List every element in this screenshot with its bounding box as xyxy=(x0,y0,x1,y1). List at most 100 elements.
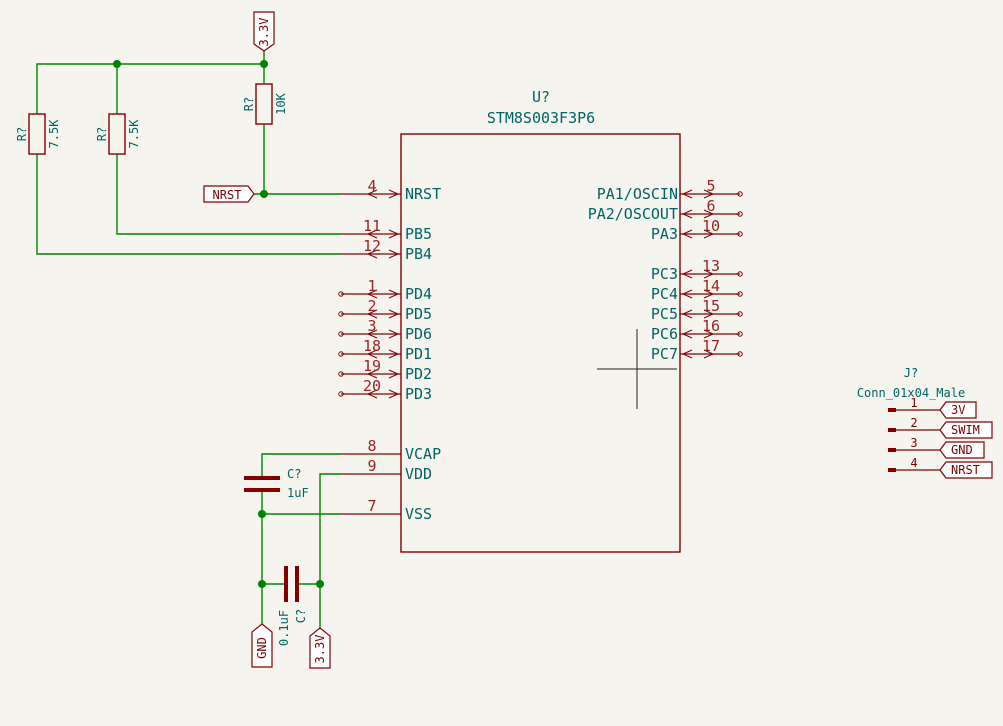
pin-number: 20 xyxy=(363,377,381,395)
resistor-ref: R? xyxy=(95,127,109,141)
mcu-pin-vcap[interactable]: 8 VCAP xyxy=(341,437,441,463)
capacitor-ref: C? xyxy=(294,609,308,623)
mcu-pin-vdd[interactable]: 9 VDD xyxy=(341,457,432,483)
nrst-label-flag[interactable]: NRST xyxy=(203,185,255,203)
pin-number: 10 xyxy=(702,217,720,235)
pin-name: PC4 xyxy=(651,285,678,303)
mcu-right-pins: 5PA1/OSCIN6PA2/OSCOUT10PA313PC314PC415PC… xyxy=(588,177,743,363)
pin-number: 4 xyxy=(910,456,917,470)
mcu-value: STM8S003F3P6 xyxy=(487,109,595,127)
mcu-pin-pc3[interactable]: 13 PC3 xyxy=(651,257,743,283)
pin-number: 3 xyxy=(367,317,376,335)
pin-number: 2 xyxy=(367,297,376,315)
unconnected-pin-marker xyxy=(338,371,344,377)
mcu-pin-pd3[interactable]: 20 PD3 xyxy=(338,377,432,403)
mcu-pin-pb5[interactable]: 11 PB5 xyxy=(341,217,432,243)
net-label-text: GND xyxy=(951,443,973,457)
pin-number: 6 xyxy=(706,197,715,215)
mcu-pin-pa3[interactable]: 10 PA3 xyxy=(651,217,743,243)
wire-top-rail xyxy=(36,63,264,114)
resistor-10k[interactable]: R? 10K xyxy=(242,83,288,125)
resistor-value: 7.5K xyxy=(47,119,61,149)
unconnected-pin-marker xyxy=(338,351,344,357)
pin-name: PD4 xyxy=(405,285,432,303)
pin-name: VDD xyxy=(405,465,432,483)
junction-dot xyxy=(113,60,121,68)
mcu-pin-pd4[interactable]: 1 PD4 xyxy=(338,277,432,303)
pin-number: 16 xyxy=(702,317,720,335)
pin-name: PC3 xyxy=(651,265,678,283)
mcu-pin-pd5[interactable]: 2 PD5 xyxy=(338,297,432,323)
pin-name: PB5 xyxy=(405,225,432,243)
unconnected-pin-marker xyxy=(737,331,743,337)
wire-pb5 xyxy=(116,154,341,235)
pin-number: 15 xyxy=(702,297,720,315)
unconnected-pin-marker xyxy=(737,351,743,357)
nrst-label-text: NRST xyxy=(213,188,242,202)
net-label-flag xyxy=(939,461,993,479)
pin-number: 13 xyxy=(702,257,720,275)
junction-dot xyxy=(260,190,268,198)
power-flag-bottom-label: 3.3V xyxy=(313,635,327,664)
capacitor-value: 0.1uF xyxy=(277,610,291,646)
mcu-ref: U? xyxy=(532,88,550,106)
pin-number: 1 xyxy=(367,277,376,295)
capacitor-1uf[interactable]: C? 1uF xyxy=(244,467,309,500)
pin-number: 4 xyxy=(367,177,376,195)
capacitor-0u1f[interactable]: 0.1uF C? xyxy=(277,566,308,646)
resistor-7k5-right[interactable]: R? 7.5K xyxy=(95,113,141,155)
junction-dot xyxy=(260,60,268,68)
junction-dot xyxy=(258,580,266,588)
unconnected-pin-marker xyxy=(338,391,344,397)
gnd-flag[interactable]: GND xyxy=(251,623,273,668)
net-label-flag xyxy=(939,421,993,439)
pin-name: PD3 xyxy=(405,385,432,403)
resistor-value: 7.5K xyxy=(127,119,141,149)
power-flag-top[interactable]: 3.3V xyxy=(253,11,275,52)
pin-number: 8 xyxy=(367,437,376,455)
power-flag-top-label: 3.3V xyxy=(257,18,271,47)
net-label-text: NRST xyxy=(951,463,980,477)
mcu-pin-nrst[interactable]: 4 NRST xyxy=(341,177,441,203)
pin-name: NRST xyxy=(405,185,441,203)
mcu-pin-pa2-oscout[interactable]: 6 PA2/OSCOUT xyxy=(588,197,743,223)
pin-name: PD6 xyxy=(405,325,432,343)
unconnected-pin-marker xyxy=(338,331,344,337)
pin-name: PA2/OSCOUT xyxy=(588,205,678,223)
pin-name: VCAP xyxy=(405,445,441,463)
mcu-pin-pd6[interactable]: 3 PD6 xyxy=(338,317,432,343)
resistor-ref: R? xyxy=(15,127,29,141)
pin-name: PA1/OSCIN xyxy=(597,185,678,203)
unconnected-pin-marker xyxy=(338,311,344,317)
power-flag-bottom[interactable]: 3.3V xyxy=(309,627,331,669)
pin-name: VSS xyxy=(405,505,432,523)
net-label-text: SWIM xyxy=(951,423,980,437)
pin-name: PA3 xyxy=(651,225,678,243)
pin-name: PD5 xyxy=(405,305,432,323)
pin-number: 11 xyxy=(363,217,381,235)
unconnected-pin-marker xyxy=(737,231,743,237)
pin-number: 9 xyxy=(367,457,376,475)
pin-number: 1 xyxy=(910,396,917,410)
crosshair-cursor xyxy=(597,329,677,409)
gnd-flag-label: GND xyxy=(255,637,269,659)
resistor-7k5-left[interactable]: R? 7.5K xyxy=(15,113,61,155)
pin-number: 2 xyxy=(910,416,917,430)
pin-number: 12 xyxy=(363,237,381,255)
